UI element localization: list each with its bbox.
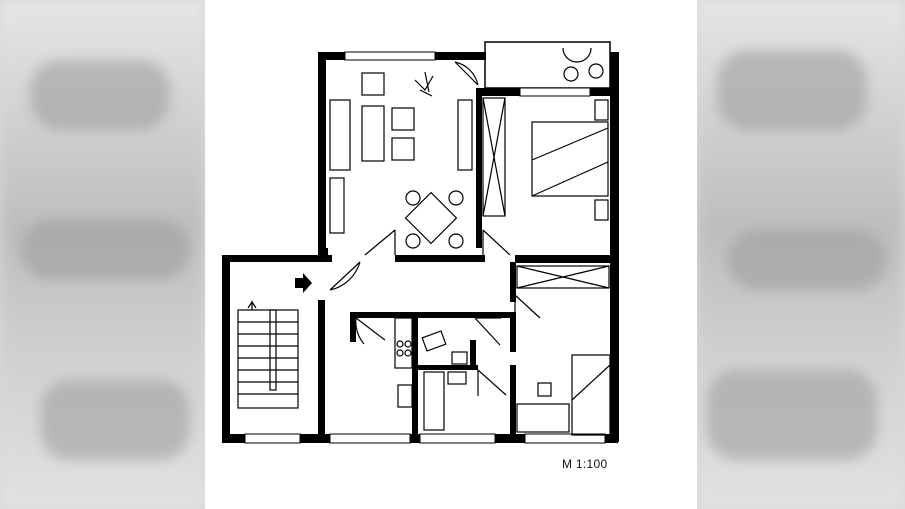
walls: [222, 41, 619, 444]
scale-label: M 1:100: [562, 457, 608, 471]
blurred-right-margin: [697, 0, 905, 509]
blurred-left-margin: [0, 0, 205, 509]
entrance-arrow-icon: [295, 273, 312, 293]
furniture: [237, 47, 611, 436]
